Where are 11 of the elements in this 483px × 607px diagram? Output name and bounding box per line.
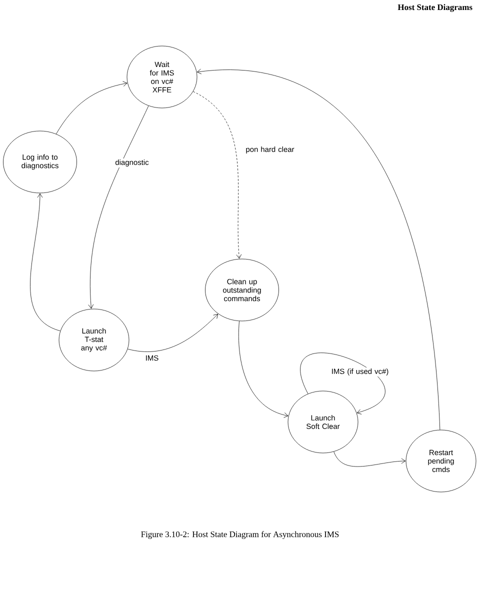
arrow [88, 106, 149, 309]
arrow [300, 352, 385, 414]
arrow [30, 193, 61, 332]
arrow [192, 91, 242, 259]
arrow [238, 320, 288, 418]
arrow [196, 68, 440, 430]
page-header: Host State Diagrams [398, 4, 472, 12]
arrow [128, 314, 218, 352]
arrow [334, 452, 406, 467]
figure-caption: Figure 3.10-2: Host State Diagram for Asynchronous IMS [141, 531, 339, 539]
arrow [56, 81, 128, 134]
